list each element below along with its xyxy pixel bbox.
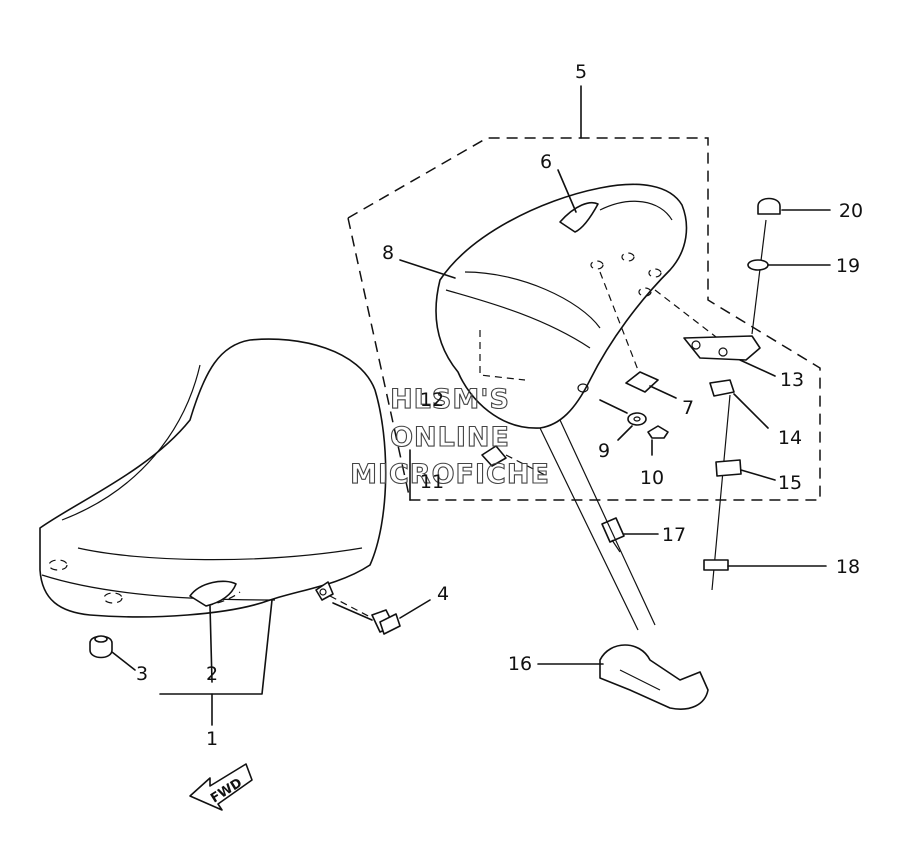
watermark: HLSM'S ONLINE MICROFICHE (350, 383, 550, 490)
callout-numbers: 1 2 3 4 5 6 7 8 9 10 11 12 13 14 15 16 1… (136, 61, 863, 750)
callout-9: 9 (598, 440, 610, 462)
callout-12: 12 (420, 389, 444, 411)
callout-19: 19 (836, 255, 860, 277)
main-seat (39, 338, 387, 618)
rear-seat (435, 183, 721, 429)
watermark-line-1: HLSM'S (390, 384, 510, 415)
callout-1: 1 (206, 728, 218, 750)
fwd-direction-arrow: FWD (189, 763, 253, 811)
callout-20: 20 (839, 200, 863, 222)
callout-8: 8 (382, 242, 394, 264)
callout-7: 7 (682, 397, 694, 419)
callout-3: 3 (136, 663, 148, 685)
watermark-line-3: MICROFICHE (350, 459, 550, 490)
callout-10: 10 (640, 467, 664, 489)
callout-5: 5 (575, 61, 587, 83)
callout-2: 2 (206, 663, 218, 685)
callout-15: 15 (778, 472, 802, 494)
callout-11: 11 (420, 471, 444, 493)
callout-leaders (399, 169, 831, 665)
rear-seat-hardware (481, 197, 781, 710)
callout-14: 14 (778, 427, 802, 449)
watermark-line-2: ONLINE (390, 422, 510, 453)
callout-13: 13 (780, 369, 804, 391)
callout-18: 18 (836, 556, 860, 578)
main-seat-leaders (111, 599, 431, 726)
callout-17: 17 (662, 524, 686, 546)
callout-16: 16 (508, 653, 532, 675)
callout-6: 6 (540, 151, 552, 173)
main-seat-hardware (89, 581, 401, 659)
callout-4: 4 (437, 583, 449, 605)
